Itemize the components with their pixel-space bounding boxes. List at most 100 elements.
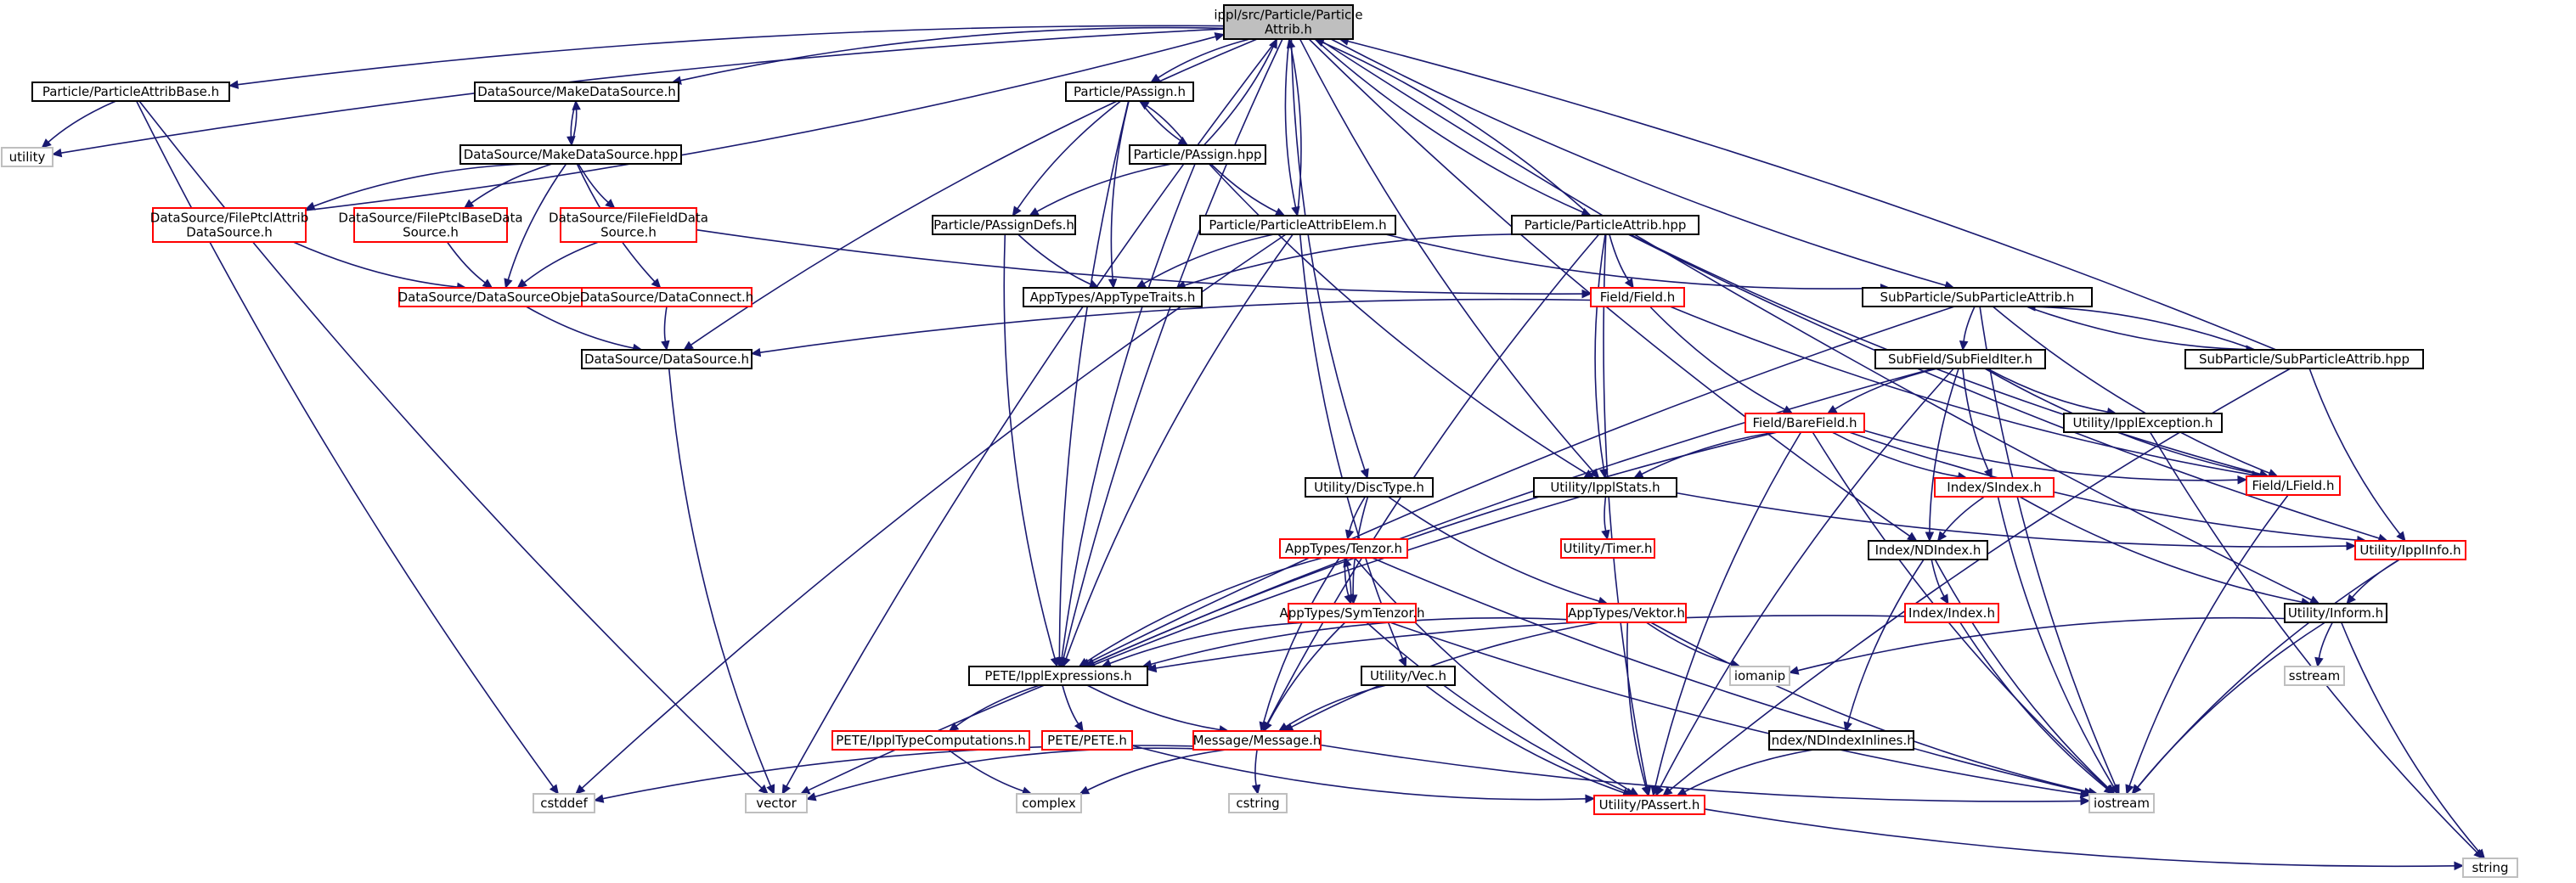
arrowhead (1138, 100, 1150, 110)
edge-ii-to-inf (2346, 559, 2400, 605)
edge-spahpp-to-root (1339, 37, 2277, 351)
node-datasource-datasource-h[interactable]: DataSource/DataSource.h (581, 349, 753, 369)
node-pete-ippltypecomputations-h[interactable]: PETE/IpplTypeComputations.h (831, 730, 1030, 751)
node-utility-ipplstats-h[interactable]: Utility/IpplStats.h (1533, 477, 1677, 498)
node-label: Utility/DiscType.h (1314, 480, 1424, 495)
edge-line (1676, 492, 2348, 548)
node-datasource-makedatasource-hpp[interactable]: DataSource/MakeDataSource.hpp (459, 144, 682, 165)
edge-lf-to-iostream (2125, 494, 2289, 796)
edge-is-to-ii (1676, 492, 2357, 551)
node-label: Utility/PAssert.h (1599, 797, 1700, 813)
node-box (2284, 603, 2387, 623)
node-particle-passigndefs-h[interactable]: Particle/PAssignDefs.h (932, 215, 1076, 235)
edge-line (1849, 431, 2358, 541)
edge-line (1594, 233, 1606, 470)
edge-pab-to-vector (138, 100, 769, 795)
edge-pahpp2-to-field (1609, 233, 1634, 290)
edge-line (446, 241, 486, 284)
arrowhead (1581, 289, 1592, 299)
edge-line (1254, 749, 1258, 786)
arrowhead (948, 722, 960, 732)
arrowhead (2454, 861, 2465, 871)
node-subparticle-subparticleattrib-hpp[interactable]: SubParticle/SubParticleAttrib.hpp (2184, 349, 2424, 369)
node-utility-inform-h[interactable]: Utility/Inform.h (2284, 603, 2387, 623)
edge-line (668, 368, 772, 787)
edge-root-to-dt (1290, 38, 1369, 480)
node-field-field-h[interactable]: Field/Field.h (1590, 287, 1685, 307)
node-index-index-h[interactable]: Index/Index.h (1904, 603, 1999, 623)
node-particle-passign-hpp[interactable]: Particle/PAssign.hpp (1129, 144, 1266, 165)
node-utility-ipplexception-h[interactable]: Utility/IpplException.h (2063, 413, 2223, 433)
arrowhead (549, 784, 560, 795)
node-particle-passign-h[interactable]: Particle/PAssign.h (1065, 82, 1194, 102)
edge-line (1131, 745, 1587, 801)
edge-line (1058, 100, 1130, 659)
node-field-barefield-h[interactable]: Field/BareField.h (1745, 413, 1865, 433)
node-index-sindex-h[interactable]: Index/SIndex.h (1934, 477, 2055, 498)
edge-ndi-to-ndii (1843, 559, 1925, 733)
node-box (2184, 349, 2424, 369)
node-index-ndindex-h[interactable]: Index/NDIndex.h (1868, 540, 1988, 560)
edge-line (1208, 163, 1587, 475)
node-particle-particleattribelem-h[interactable]: Particle/ParticleAttribElem.h (1199, 215, 1396, 235)
node-subparticle-subparticleattrib-h[interactable]: SubParticle/SubParticleAttrib.h (1862, 287, 2093, 307)
edge-inf-to-sstream (2314, 621, 2334, 668)
node-label: DataSource/FilePtclAttrib (150, 211, 308, 226)
edge-si-to-ndi (1936, 496, 1985, 542)
node-box (1041, 730, 1133, 751)
node-ippl-src-particle-particle-attrib-h[interactable]: ippl/src/Particle/ParticleAttrib.h (1214, 4, 1363, 40)
node-message-message-h[interactable]: Message/Message.h (1192, 730, 1322, 751)
node-datasource-datasourceobject-h[interactable]: DataSource/DataSourceObject.h (398, 287, 605, 307)
edge-line (1017, 100, 1122, 210)
arrowhead (1062, 656, 1071, 668)
node-field-lfield-h[interactable]: Field/LField.h (2246, 475, 2341, 496)
node-apptypes-apptypetraits-h[interactable]: AppTypes/AppTypeTraits.h (1023, 287, 1203, 307)
node-pete-pete-h[interactable]: PETE/PETE.h (1041, 730, 1133, 751)
edge-line (1372, 557, 2085, 793)
node-utility-disctype-h[interactable]: Utility/DiscType.h (1305, 477, 1434, 498)
edge-pad-to-att (1017, 233, 1100, 289)
node-label: AppTypes/Tenzor.h (1285, 541, 1402, 556)
node-subfield-subfielditer-h[interactable]: SubField/SubFieldIter.h (1874, 349, 2046, 369)
edge-line (1645, 621, 1733, 665)
arrowhead (1274, 207, 1286, 217)
arrowhead (228, 80, 240, 89)
edge-ndi-to-idx (1931, 559, 1949, 605)
edge-pahpp-to-root (1203, 37, 1277, 146)
node-cstddef: cstddef (533, 793, 595, 813)
edge-st-to-pas (1366, 621, 1637, 796)
arrowhead (2346, 593, 2356, 605)
edge-line (1797, 616, 2286, 672)
node-index-ndindexinlines-h[interactable]: Index/NDIndexInlines.h (1767, 730, 1915, 751)
node-apptypes-vektor-h[interactable]: AppTypes/Vektor.h (1566, 603, 1687, 623)
node-box (1129, 144, 1266, 165)
node-particle-particleattribbase-h[interactable]: Particle/ParticleAttribBase.h (31, 82, 230, 102)
edge-line (1425, 684, 1625, 794)
node-utility-timer-h[interactable]: Utility/Timer.h (1560, 538, 1655, 559)
node-box (581, 287, 753, 307)
arrowhead (593, 794, 605, 803)
edge-pe-to-ptc (948, 684, 1040, 732)
arrowhead (1050, 656, 1059, 668)
node-datasource-dataconnect-h[interactable]: DataSource/DataConnect.h (580, 287, 754, 307)
edge-bf-to-si (1831, 431, 1968, 481)
node-particle-particleattrib-hpp[interactable]: Particle/ParticleAttrib.hpp (1511, 215, 1699, 235)
node-label: PETE/IpplExpressions.h (984, 668, 1131, 683)
node-box (1868, 540, 1988, 560)
arrowhead (781, 784, 791, 796)
edge-si-to-iostream (1997, 496, 2119, 796)
edge-line (691, 38, 1258, 346)
node-utility-vec-h[interactable]: Utility/Vec.h (1361, 666, 1456, 686)
node-datasource-makedatasource-h[interactable]: DataSource/MakeDataSource.h (474, 82, 679, 102)
edge-inf-to-string (2340, 621, 2486, 859)
edge-line (1109, 621, 1309, 665)
node-utility-passert-h[interactable]: Utility/PAssert.h (1593, 795, 1705, 815)
node-apptypes-tenzor-h[interactable]: AppTypes/Tenzor.h (1279, 538, 1408, 559)
node-utility-ipplinfo-h[interactable]: Utility/IpplInfo.h (2354, 540, 2466, 560)
node-pete-ipplexpressions-h[interactable]: PETE/IpplExpressions.h (968, 666, 1148, 686)
arrowhead (2346, 541, 2357, 551)
node-apptypes-symtenzor-h[interactable]: AppTypes/SymTenzor.h (1279, 603, 1425, 623)
